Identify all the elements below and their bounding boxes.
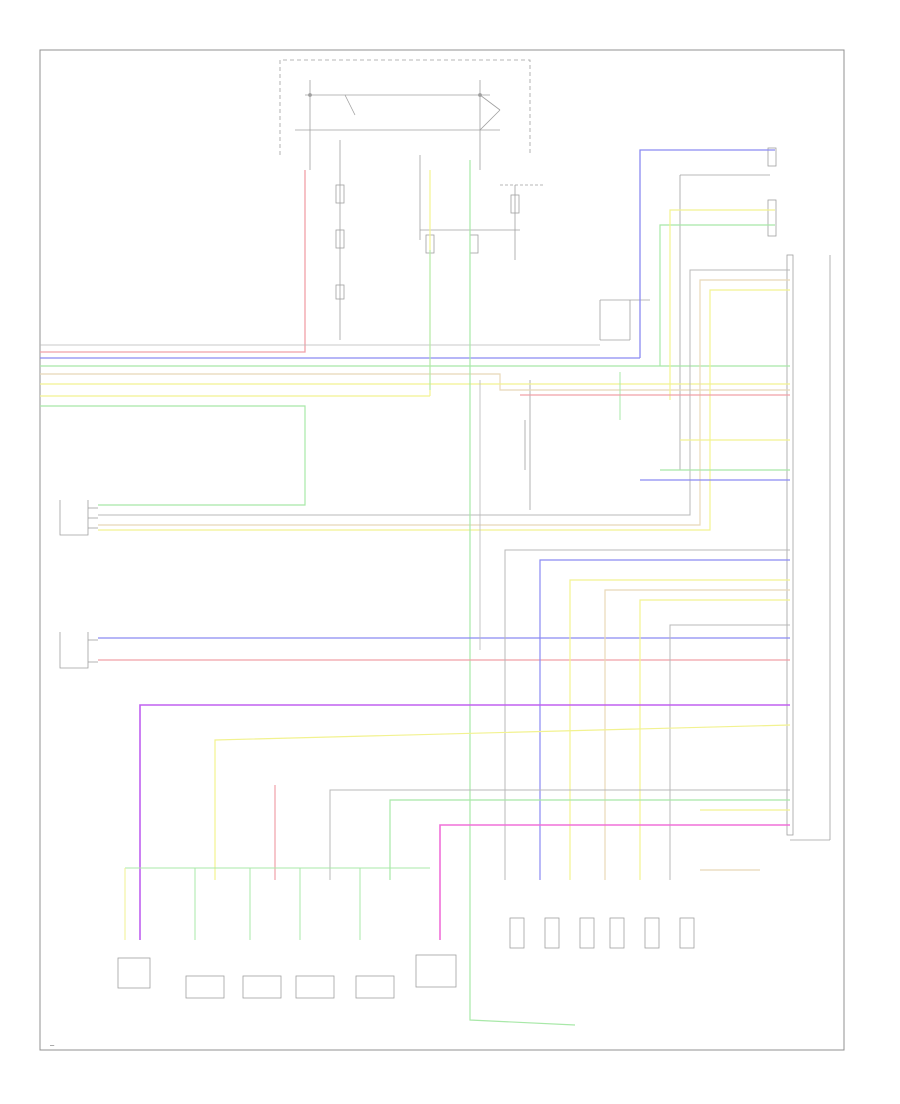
fuel-injector-4-box [609, 917, 625, 949]
fuel-injector-5-box [644, 917, 660, 949]
fuse-cluster [335, 140, 650, 510]
bottom-components [117, 917, 695, 999]
wire-gray-injector [504, 549, 790, 880]
wire-green-top [659, 224, 775, 366]
reference-code: — [50, 1041, 55, 1049]
wire-red-bus [40, 170, 306, 353]
knock-sensor-1-box [185, 975, 225, 999]
wire-tan-injector [604, 589, 790, 880]
wire-blue-top [639, 149, 775, 358]
fuel-injector-3-box [579, 917, 595, 949]
fuel-injector-2-box [544, 917, 560, 949]
fuel-injector-6-box [679, 917, 695, 949]
central-electric-box [279, 59, 531, 170]
wire-purple [139, 704, 790, 940]
fuel-injector-1-box [509, 917, 525, 949]
knock-sensor-3-box [295, 975, 335, 999]
wire-green-lower [389, 799, 790, 880]
left-components [59, 500, 98, 669]
wire-tan-sensor [98, 279, 790, 526]
wire-gray-lower [329, 789, 790, 880]
wire-gray-injector-2 [669, 624, 790, 880]
wire-yellow-top [669, 209, 775, 400]
wire-yellow-lower [214, 724, 791, 880]
control-module-connector [786, 254, 831, 841]
wire-yellow-injector [569, 579, 790, 880]
knock-sensor-2-box [242, 975, 282, 999]
wire-gray-sensor [98, 269, 790, 516]
wire-yellow-injector-2 [639, 599, 790, 880]
diagram-frame [39, 49, 845, 1051]
wire-blue-injector [539, 559, 790, 880]
top-right-sensors [679, 147, 777, 470]
speed-sensor-box [117, 957, 151, 989]
wire-green-main [469, 160, 576, 1026]
wire-magenta [439, 824, 790, 940]
wire-harness [40, 149, 791, 1026]
knock-sensor-4-box [355, 975, 395, 999]
wire-green-sensor [40, 405, 306, 506]
wire-tan-bus [40, 373, 790, 391]
wire-yellow-sensor [98, 289, 790, 531]
crank-sensor-box [415, 954, 457, 988]
